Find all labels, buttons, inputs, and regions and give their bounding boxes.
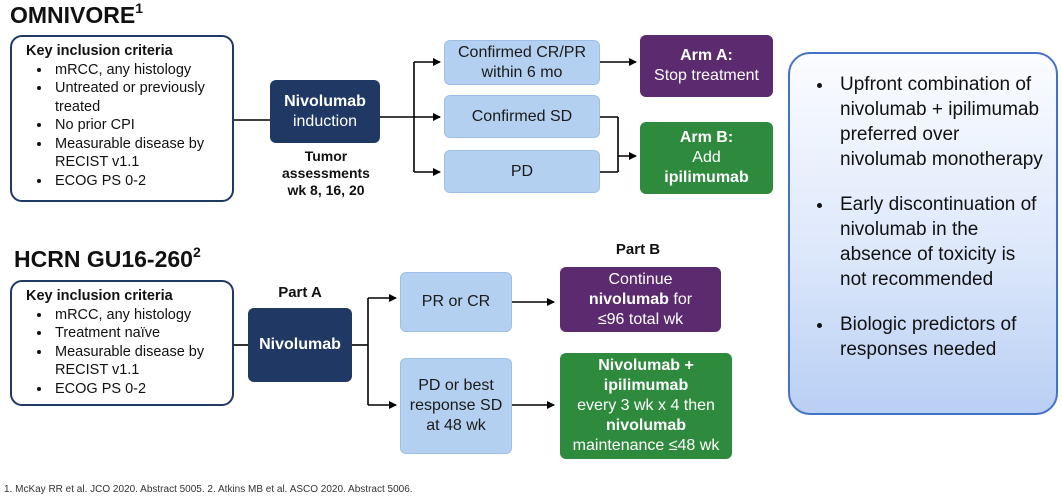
criteria-item: mRCC, any histology [52, 61, 222, 80]
outcome-cr-pr-text: Confirmed CR/PR within 6 mo [457, 43, 587, 81]
criteria-item: ECOG PS 0-2 [52, 172, 222, 191]
arm-b-text: Add [692, 149, 721, 166]
arm-b-box: Arm B: Add ipilimumab [640, 122, 773, 194]
criteria-item: Treatment naïve [52, 324, 222, 343]
arm-a-text: Stop treatment [654, 67, 759, 84]
arm-b-drug: ipilimumab [664, 169, 749, 186]
combo-box: Nivolumab + ipilimumab every 3 wk x 4 th… [560, 353, 732, 459]
arm-a-box: Arm A: Stop treatment [640, 35, 773, 97]
omnivore-criteria-box: Key inclusion criteria mRCC, any histolo… [10, 35, 234, 202]
hcrn-drug: Nivolumab [259, 336, 341, 353]
induction-label: induction [292, 112, 358, 130]
criteria-item: No prior CPI [52, 116, 222, 135]
outcome-sd-box: Confirmed SD [444, 95, 600, 138]
takeaway-item: Biologic predictors of responses needed [834, 312, 1044, 362]
criteria-item: Measurable disease by RECIST v1.1 [52, 343, 222, 380]
nivolumab-induction-box: Nivolumab induction [270, 80, 380, 143]
combo-text: every 3 wk x 4 then [577, 397, 715, 414]
tumor-assessments-caption: Tumor assessments wk 8, 16, 20 [282, 148, 370, 198]
omnivore-criteria-heading: Key inclusion criteria [26, 43, 173, 59]
arm-b-title: Arm B: [679, 129, 734, 146]
criteria-item: Untreated or previously treated [52, 79, 222, 116]
footnote: 1. McKay RR et al. JCO 2020. Abstract 50… [4, 484, 413, 495]
criteria-item: mRCC, any histology [52, 306, 222, 325]
outcome-pr-cr-box: PR or CR [400, 272, 512, 332]
continue-drug-line: nivolumab for [589, 290, 692, 310]
hcrn-footnote-ref: 2 [192, 244, 201, 260]
outcome-pd-box: PD [444, 150, 600, 193]
hcrn-criteria-list: mRCC, any histology Treatment naïve Meas… [26, 306, 222, 399]
omnivore-footnote-ref: 1 [135, 0, 144, 16]
hcrn-nivolumab-box: Nivolumab [248, 308, 352, 382]
takeaways-list: Upfront combination of nivolumab + ipili… [812, 72, 1044, 362]
continue-duration: ≤96 total wk [597, 310, 684, 328]
omnivore-title-text: OMNIVORE [10, 2, 136, 28]
combo-drug: nivolumab [605, 417, 686, 434]
continue-drug: nivolumab [588, 290, 669, 308]
criteria-item: ECOG PS 0-2 [52, 380, 222, 399]
takeaways-panel: Upfront combination of nivolumab + ipili… [788, 52, 1058, 415]
outcome-pd-sd-text: PD or best response SD at 48 wk [409, 377, 503, 434]
part-a-label: Part A [278, 284, 322, 301]
hcrn-criteria-heading: Key inclusion criteria [26, 288, 173, 304]
hcrn-title: HCRN GU16-2602 [14, 244, 201, 273]
combo-title: Nivolumab + ipilimumab [598, 357, 694, 394]
outcome-pr-cr-text: PR or CR [421, 293, 491, 310]
induction-drug: Nivolumab [284, 92, 366, 110]
outcome-pd-sd-box: PD or best response SD at 48 wk [400, 358, 512, 454]
outcome-cr-pr-box: Confirmed CR/PR within 6 mo [444, 40, 600, 85]
part-b-label: Part B [615, 241, 661, 258]
continue-for: for [673, 290, 693, 308]
continue-text: Continue [608, 270, 673, 288]
outcome-sd-text: Confirmed SD [471, 107, 573, 125]
takeaway-item: Upfront combination of nivolumab + ipili… [834, 72, 1044, 172]
omnivore-criteria-list: mRCC, any histology Untreated or previou… [26, 61, 222, 191]
takeaway-item: Early discontinuation of nivolumab in th… [834, 192, 1044, 292]
hcrn-title-text: HCRN GU16-260 [14, 246, 193, 272]
arm-a-title: Arm A: [680, 47, 733, 64]
omnivore-title: OMNIVORE1 [10, 0, 144, 29]
combo-maintenance: maintenance ≤48 wk [572, 437, 720, 454]
hcrn-criteria-box: Key inclusion criteria mRCC, any histolo… [10, 280, 234, 406]
outcome-pd-text: PD [510, 162, 534, 180]
continue-nivolumab-box: Continue nivolumab for ≤96 total wk [560, 267, 721, 332]
criteria-item: Measurable disease by RECIST v1.1 [52, 135, 222, 172]
